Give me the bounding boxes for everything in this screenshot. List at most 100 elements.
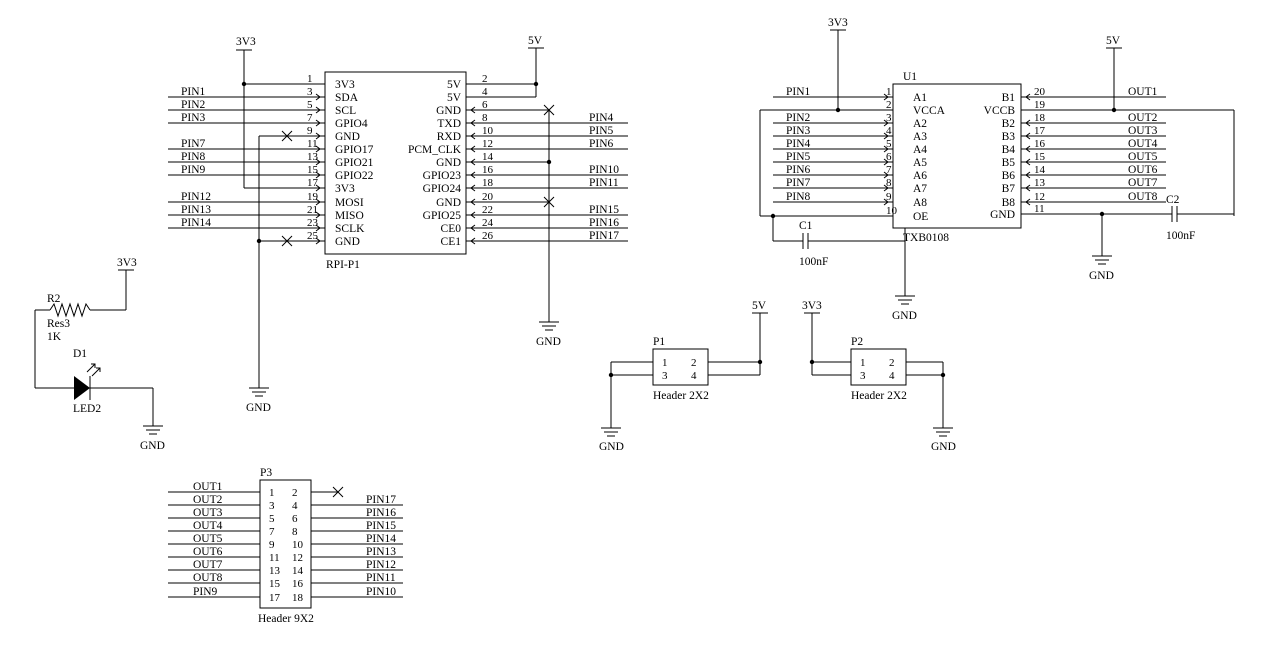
p2-pin-number: 2 <box>889 357 895 369</box>
rpi-pin-number: 14 <box>482 151 494 163</box>
rpi-pin-name: RXD <box>437 131 461 143</box>
p2-designator: P2 <box>851 336 863 348</box>
net-label: OUT8 <box>193 572 223 584</box>
rpi-pin-number: 11 <box>307 138 318 150</box>
rpi-body <box>324 71 467 255</box>
u1-pin-number: 17 <box>1034 125 1046 137</box>
pin-io-icon <box>1025 171 1031 179</box>
gnd-symbol-u1-left: GND <box>892 295 917 322</box>
u1-pin-name: A2 <box>913 118 927 130</box>
rpi-pin-name: CE0 <box>441 223 462 235</box>
pin-io-icon <box>883 145 889 153</box>
resistor-icon <box>49 302 91 318</box>
rpi-pin-name: GPIO21 <box>335 157 374 169</box>
u1-pin-number: 19 <box>1034 99 1046 111</box>
u1-pin-number: 13 <box>1034 177 1046 189</box>
p3-pin-number: 7 <box>269 526 275 538</box>
net-label: PIN12 <box>366 559 396 571</box>
rpi-designator: RPI-P1 <box>326 259 360 271</box>
rpi-pin-number: 10 <box>482 125 494 137</box>
rpi-pin-name: GPIO24 <box>423 183 462 195</box>
rpi-pin-number: 5 <box>307 99 313 111</box>
p2-pin-number: 3 <box>860 370 866 382</box>
pin-io-icon <box>315 119 321 127</box>
gnd-symbol-u1-right: GND <box>1089 255 1114 282</box>
net-label: PIN4 <box>786 138 811 150</box>
gnd-symbol-led: GND <box>140 425 165 452</box>
p3-pin-number: 3 <box>269 500 275 512</box>
net-label: PIN6 <box>589 138 614 150</box>
u1-pin-number: 9 <box>886 191 892 203</box>
net-label: PIN10 <box>589 164 619 176</box>
rpi-pin-name: CE1 <box>441 236 462 248</box>
capacitor-c1-icon <box>802 233 809 249</box>
no-connect-icon <box>543 104 555 116</box>
net-label: PIN5 <box>786 151 811 163</box>
net-label: PIN17 <box>589 230 619 242</box>
p1-pin-number: 4 <box>691 370 697 382</box>
rpi-pin-number: 7 <box>307 112 313 124</box>
net-label: PIN14 <box>366 533 396 545</box>
p1-pin-number: 3 <box>662 370 668 382</box>
net-label: PIN16 <box>366 507 396 519</box>
rpi-pin-number: 18 <box>482 177 494 189</box>
net-label: PIN3 <box>786 125 811 137</box>
rpi-right-pins: 25V45V6GND8TXD10RXD12PCM_CLK14GND16GPIO2… <box>408 73 502 248</box>
power-label-3v3-p2: 3V3 <box>802 300 822 312</box>
capacitor-c2-icon <box>1171 206 1178 222</box>
p2-body <box>850 348 907 386</box>
rpi-pin-name: SCL <box>335 105 356 117</box>
net-label: OUT3 <box>1128 125 1158 137</box>
gnd-label: GND <box>599 441 624 453</box>
rpi-pin-number: 24 <box>482 217 494 229</box>
junction <box>940 372 946 378</box>
p3-body <box>259 479 312 609</box>
p3-pin-number: 15 <box>269 578 281 590</box>
net-label: OUT2 <box>193 494 223 506</box>
pin-io-icon <box>470 211 476 219</box>
pin-io-icon <box>883 198 889 206</box>
u1-pin-number: 16 <box>1034 138 1046 150</box>
net-label: OUT7 <box>1128 177 1158 189</box>
rpi-pin-name: MISO <box>335 210 364 222</box>
pin-io-icon <box>315 132 321 140</box>
rpi-pin-name: GND <box>436 197 461 209</box>
u1-wiring: 3V3 C1 100nF GND 5V C2 <box>759 17 1235 322</box>
u1-pin-name: A7 <box>913 183 927 195</box>
led-comment: LED2 <box>73 403 101 415</box>
net-label: PIN11 <box>589 177 619 189</box>
u1-pin-number: 1 <box>886 86 892 98</box>
u1-pin-number: 15 <box>1034 151 1046 163</box>
pin-io-icon <box>470 106 476 114</box>
net-label: PIN2 <box>786 112 811 124</box>
u1-pin-name: VCCB <box>984 105 1016 117</box>
u1-pin-name: B4 <box>1002 144 1016 156</box>
net-label: PIN16 <box>589 217 619 229</box>
power-label-3v3-rpi: 3V3 <box>236 36 256 48</box>
no-connect-icon <box>543 196 555 208</box>
rpi-pin-name: GND <box>335 131 360 143</box>
p3-pin-number: 5 <box>269 513 275 525</box>
pin-io-icon <box>883 119 889 127</box>
net-label: PIN9 <box>193 586 218 598</box>
net-label: PIN12 <box>181 191 211 203</box>
gnd-label: GND <box>1089 270 1114 282</box>
rpi-pin-number: 26 <box>482 230 494 242</box>
u1-pin-name: OE <box>913 211 928 223</box>
net-label: PIN17 <box>366 494 396 506</box>
no-connect-icon <box>281 130 293 142</box>
rpi-pin-name: GPIO4 <box>335 118 368 130</box>
pin-io-icon <box>315 198 321 206</box>
rpi-pin-number: 13 <box>307 151 319 163</box>
c2-designator: C2 <box>1166 194 1180 206</box>
u1-pin-number: 10 <box>886 205 898 217</box>
net-label: PIN9 <box>181 164 206 176</box>
gnd-label: GND <box>931 441 956 453</box>
pin-io-icon <box>315 106 321 114</box>
junction <box>256 238 262 244</box>
rpi-pin-number: 19 <box>307 191 319 203</box>
rpi-pin-number: 23 <box>307 217 319 229</box>
led-designator: D1 <box>73 348 87 360</box>
